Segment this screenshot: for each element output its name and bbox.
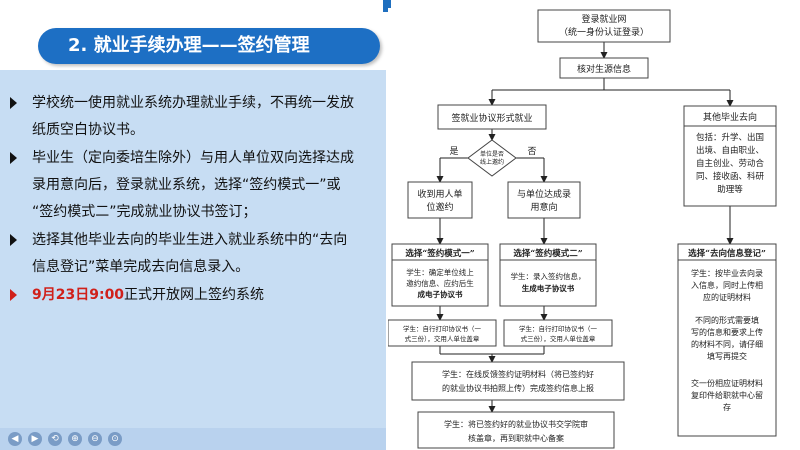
bullet-line: 录用意向后，登录就业系统，选择“签约模式一”或: [32, 177, 341, 193]
received-box: 位邀约: [426, 201, 453, 213]
rewind-icon[interactable]: ⟲: [48, 432, 62, 446]
dest-body: 复印件给职就中心留: [691, 390, 763, 400]
yes-label: 是: [449, 146, 458, 157]
dest-body: 交一份相应证明材料: [691, 378, 763, 388]
agreed-box: 与单位达成录: [517, 188, 571, 200]
highlight-line: 9月23日9:00正式开放网上签约系统: [32, 282, 382, 309]
print1-box: 式三份），交用人单位盖章: [405, 334, 480, 343]
feedback-box: 的就业协议书拍照上传）完成签约信息上报: [442, 383, 594, 393]
mode2-body: 生成电子协议书: [522, 283, 575, 293]
dest-body: 的材料不同，请仔细: [691, 339, 763, 349]
bullet-panel: [0, 70, 386, 428]
login-box: （统一身份认证登录）: [559, 26, 649, 38]
other-detail-box: 包括：升学、出国: [696, 132, 764, 143]
dest-body: 填写再提交: [707, 351, 747, 361]
pointer-icon[interactable]: ⊙: [108, 432, 122, 446]
dest-body: 存: [723, 402, 731, 412]
diamond-bullet-icon: [10, 289, 17, 301]
print1-box: 学生：自行打印协议书（一: [403, 324, 482, 333]
other-detail-box: 出境、自由职业、: [696, 145, 764, 156]
bullet-line: 选择其他毕业去向的毕业生进入就业系统中的“去向: [32, 232, 348, 248]
other-detail-box: 助理等: [717, 184, 743, 195]
highlight-rest: 正式开放网上签约系统: [124, 287, 265, 303]
bullet-item-2: 毕业生（定向委培生除外）与用人单位双向选择达成 录用意向后，登录就业系统，选择“…: [10, 145, 382, 226]
mode1-body: 成电子协议书: [418, 289, 463, 299]
flow-boxes: [388, 9, 777, 449]
verify-box: 核对生源信息: [577, 63, 631, 75]
dest-title: 选择“去向信息登记”: [688, 248, 766, 259]
zoom-in-icon[interactable]: ⊕: [68, 432, 82, 446]
mode1-body: 邀约信息、应约后生: [406, 278, 474, 288]
accent-bar: [383, 0, 391, 12]
other-detail-box: 同、接收函、科研: [696, 171, 765, 182]
next-slide-icon[interactable]: ▶: [28, 432, 42, 446]
flowchart-panel: 登录就业网 （统一身份认证登录） 核对生源信息 签就业协议形式就业 其他毕业去向…: [388, 8, 780, 450]
agreed-box: 用意向: [530, 201, 557, 213]
decision-diamond: 单位是否: [480, 150, 504, 158]
other-box: 其他毕业去向: [703, 111, 757, 123]
title-banner: [38, 28, 380, 64]
highlight-date: 9月23日9:00: [32, 287, 125, 303]
flow-connectors: [436, 42, 734, 413]
dest-body: 不同的形式需要填: [695, 315, 759, 325]
bullet-item-highlight: 9月23日9:00正式开放网上签约系统: [10, 282, 382, 309]
bullet-item-3: 选择其他毕业去向的毕业生进入就业系统中的“去向 信息登记”菜单完成去向信息录入。: [10, 227, 382, 281]
login-box: 登录就业网: [581, 13, 626, 25]
bullet-item-1: 学校统一使用就业系统办理就业手续，不再统一发放 纸质空白协议书。: [10, 90, 382, 144]
decision-diamond: 线上邀约: [480, 158, 504, 166]
other-detail-box: 自主创业、劳动合: [696, 158, 765, 169]
print2-box: 式三份），交用人单位盖章: [521, 334, 596, 343]
mode2-body: 学生：录入签约信息，: [511, 271, 586, 281]
zoom-out-icon[interactable]: ⊖: [88, 432, 102, 446]
bullet-line: 纸质空白协议书。: [32, 122, 144, 138]
flow-labels: 登录就业网 （统一身份认证登录） 核对生源信息 签就业协议形式就业 其他毕业去向…: [403, 13, 766, 443]
received-box: 收到用人单: [417, 188, 462, 200]
sign-box: 签就业协议形式就业: [451, 112, 532, 124]
mode1-body: 学生：确定单位线上: [406, 267, 474, 277]
diamond-bullet-icon: [10, 234, 17, 246]
flowchart: 登录就业网 （统一身份认证登录） 核对生源信息 签就业协议形式就业 其他毕业去向…: [388, 9, 777, 449]
bullet-line: 学校统一使用就业系统办理就业手续，不再统一发放: [32, 95, 354, 111]
dest-body: 应的证明材料: [703, 292, 751, 302]
mode1-title: 选择“签约模式一”: [405, 248, 474, 259]
dest-body: 学生：按毕业去向录: [691, 268, 763, 278]
prev-slide-icon[interactable]: ◀: [8, 432, 22, 446]
no-label: 否: [527, 146, 536, 157]
print2-box: 学生：自行打印协议书（一: [519, 324, 598, 333]
bullet-line: “签约模式二”完成就业协议书签订；: [32, 204, 257, 220]
final-box: 学生：将已签约好的就业协议书交学院审: [444, 419, 588, 429]
bullet-line: 毕业生（定向委培生除外）与用人单位双向选择达成: [32, 150, 354, 166]
final-box: 核盖章，再到职就中心备案: [468, 433, 564, 443]
mode2-title: 选择“签约模式二”: [513, 248, 582, 259]
diamond-bullet-icon: [10, 152, 17, 164]
dest-body: 入信息，同时上传相: [691, 280, 763, 290]
feedback-box: 学生：在线反馈签约证明材料（将已签约好: [442, 369, 594, 379]
diamond-bullet-icon: [10, 97, 17, 109]
dest-body: 写的信息和要求上传: [691, 327, 763, 337]
slide-title: 2. 就业手续办理——签约管理: [68, 35, 310, 56]
bullet-line: 信息登记”菜单完成去向信息录入。: [32, 259, 250, 275]
